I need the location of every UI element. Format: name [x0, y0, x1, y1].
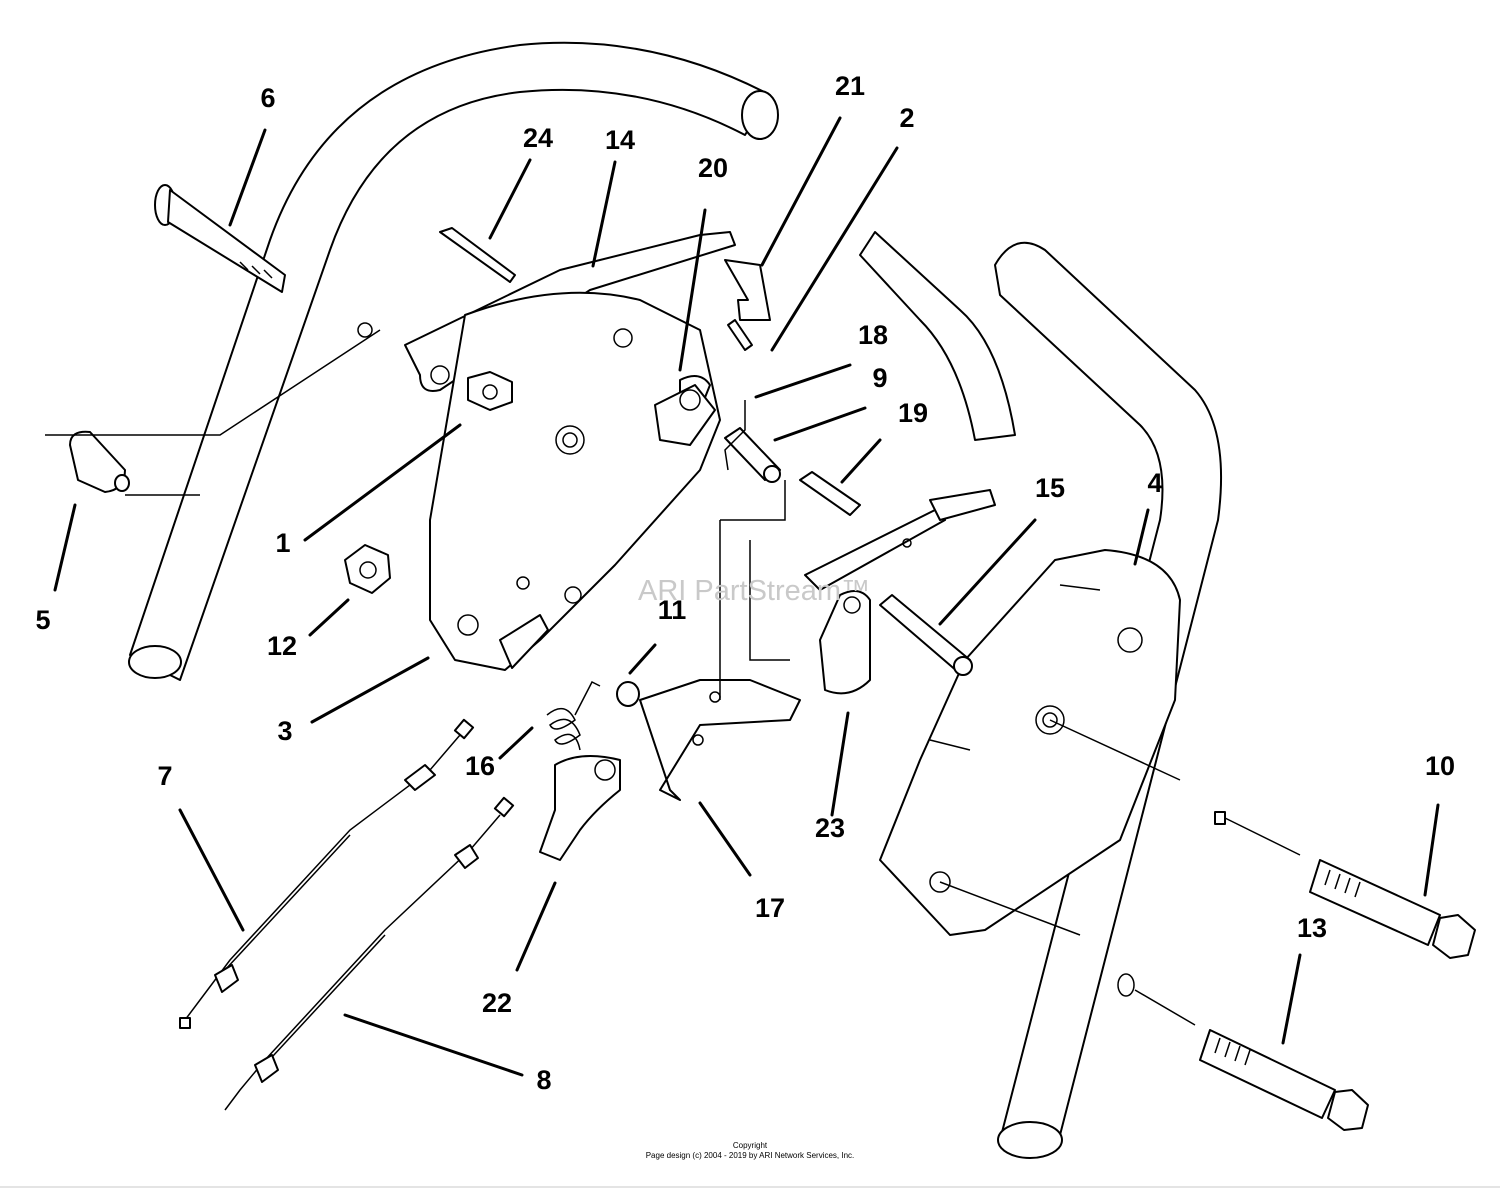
callout-18: 18	[858, 320, 888, 350]
callout-15: 15	[1035, 473, 1065, 503]
callout-1: 1	[275, 528, 290, 558]
cable-8	[224, 796, 515, 1111]
callout-24: 24	[523, 123, 553, 153]
bolt-13	[939, 881, 1369, 1131]
callout-6: 6	[260, 83, 275, 113]
pin-19	[720, 471, 861, 521]
callout-20: 20	[698, 153, 728, 183]
callout-21: 21	[835, 71, 865, 101]
callout-22: 22	[482, 988, 512, 1018]
lever-22	[539, 755, 621, 861]
copyright-line2: Page design (c) 2004 - 2019 by ARI Netwo…	[646, 1151, 855, 1160]
callout-8: 8	[536, 1065, 551, 1095]
callout-23: 23	[815, 813, 845, 843]
spacer-5	[45, 329, 381, 496]
spacer-tube-15	[879, 594, 973, 676]
spring-16	[546, 680, 601, 751]
callout-5: 5	[35, 605, 50, 635]
bushing-11	[616, 681, 640, 707]
watermark: ARI PartStream™	[638, 575, 870, 607]
callout-19: 19	[898, 398, 928, 428]
nut-1	[467, 371, 513, 411]
roll-pin-2	[727, 319, 753, 351]
lever-20	[654, 384, 716, 446]
link-bar	[804, 489, 996, 591]
callout-14: 14	[605, 125, 635, 155]
callout-3: 3	[277, 716, 292, 746]
clip-21	[724, 259, 771, 321]
callout-2: 2	[899, 103, 914, 133]
lever-23	[819, 590, 871, 695]
bracket-17	[639, 520, 801, 801]
pin-24	[439, 227, 516, 283]
callout-4: 4	[1147, 468, 1162, 498]
callout-11: 11	[658, 595, 687, 625]
callout-9: 9	[872, 363, 887, 393]
callout-13: 13	[1297, 913, 1327, 943]
control-housing-right	[879, 549, 1181, 936]
leader-lines	[53, 116, 1440, 1077]
callout-7: 7	[157, 761, 172, 791]
bolt-10	[1049, 719, 1476, 959]
callout-labels: 1 2 3 4 5 6 7 8 9 10 11 12 13 14 15 16 1…	[35, 71, 1455, 1095]
upper-handle-left	[128, 41, 779, 681]
nut-12	[344, 544, 391, 594]
shoulder-bolt-6	[154, 184, 286, 293]
copyright-line1: Copyright	[733, 1141, 768, 1150]
callout-16: 16	[465, 751, 495, 781]
spring-18	[724, 400, 746, 471]
frame-tube-segment	[859, 231, 1016, 441]
callout-12: 12	[267, 631, 297, 661]
callout-10: 10	[1425, 751, 1455, 781]
callout-17: 17	[755, 893, 785, 923]
spring-pin-9	[724, 427, 781, 483]
cable-7	[179, 718, 475, 1029]
